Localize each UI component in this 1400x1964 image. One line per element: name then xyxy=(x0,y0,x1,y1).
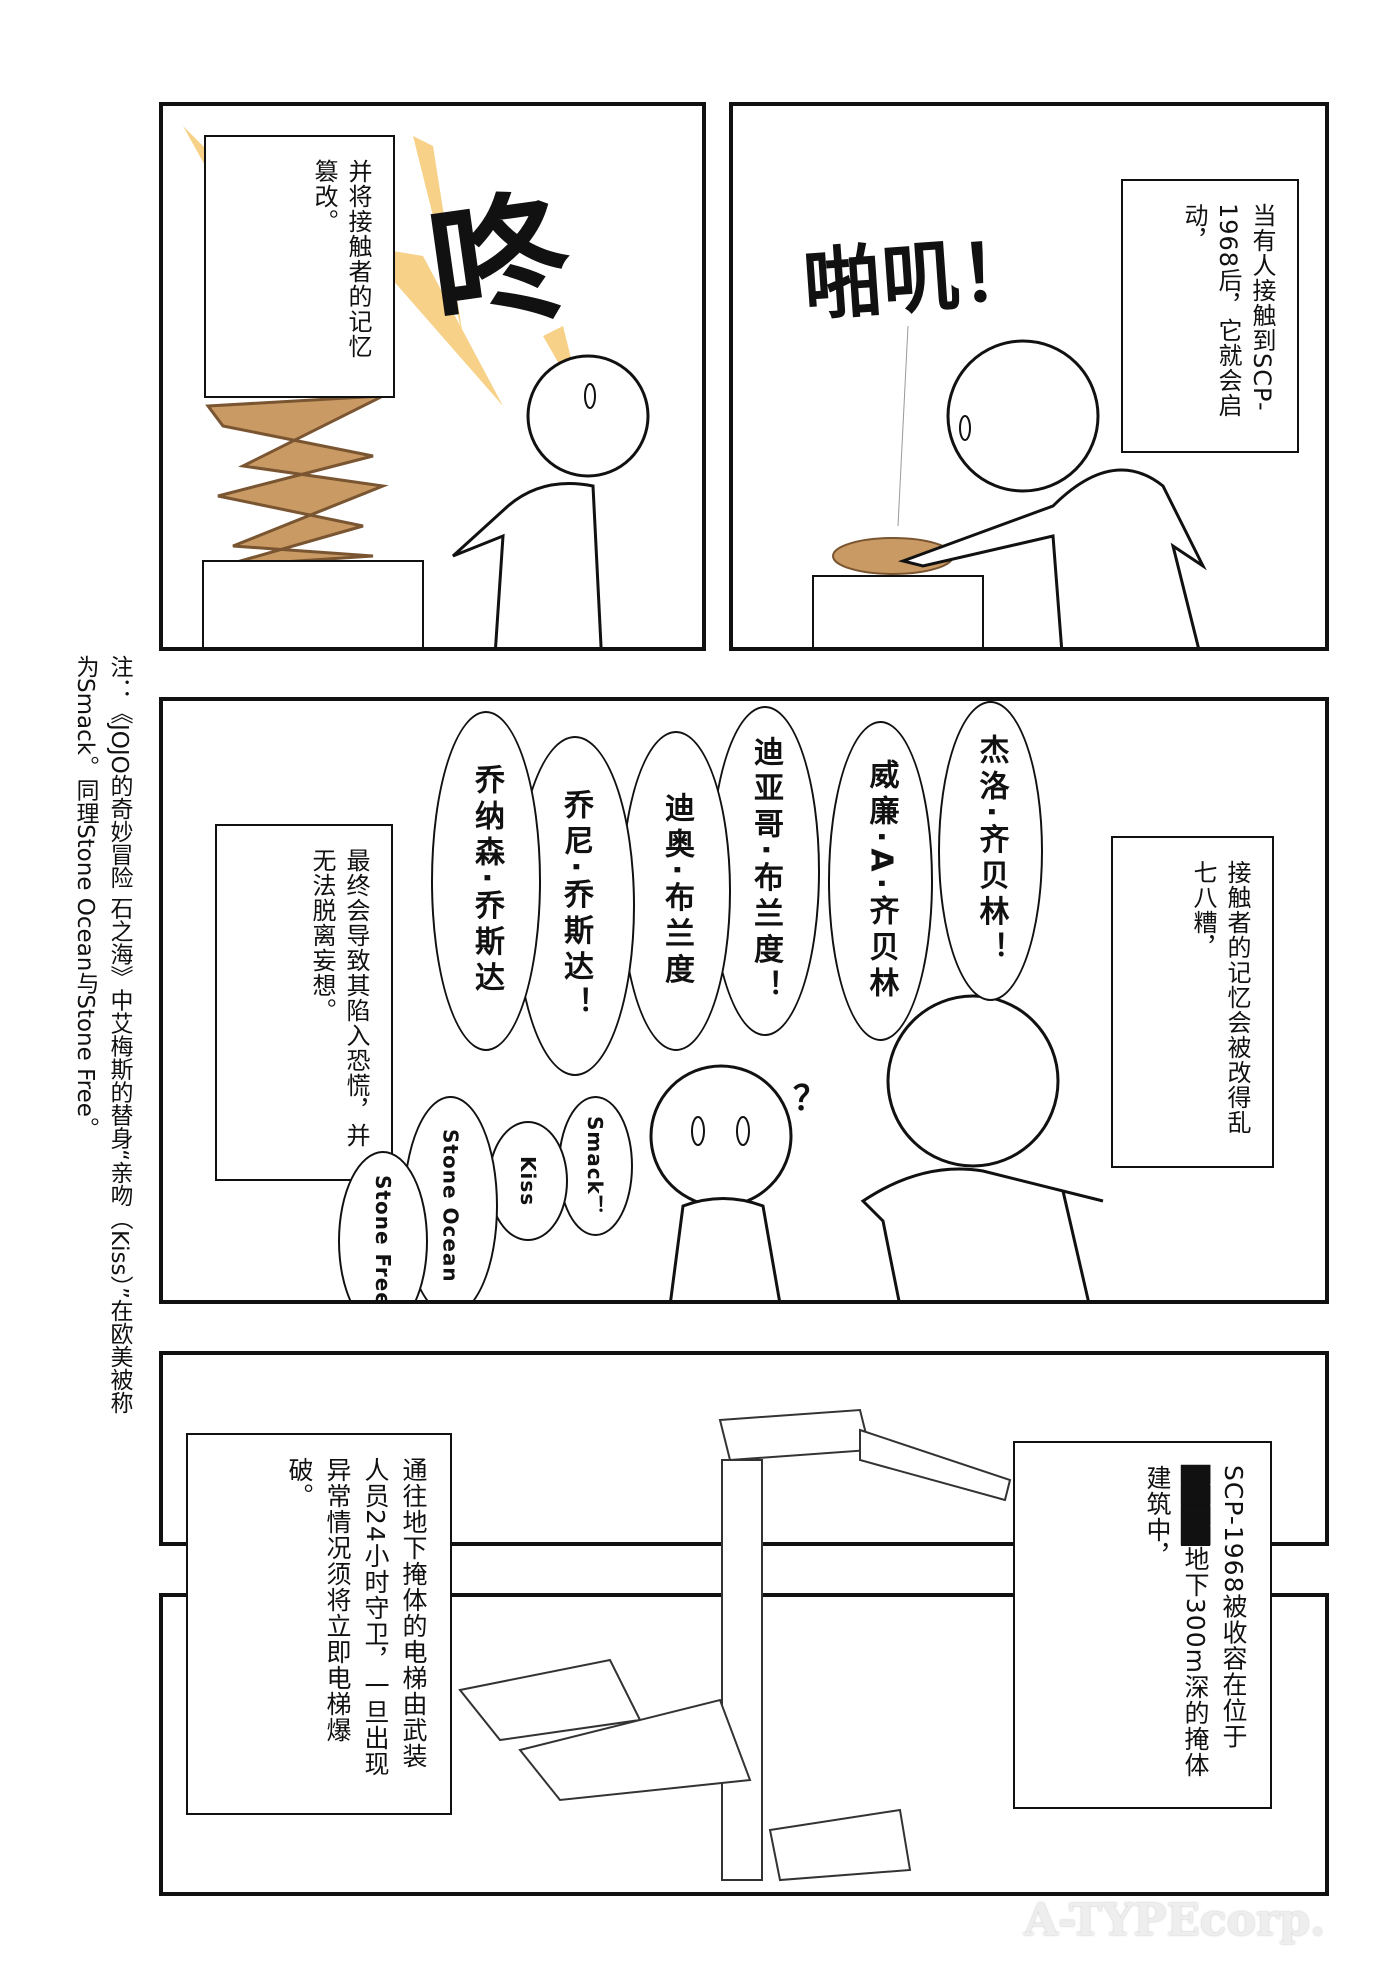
sound-effect: 咚 xyxy=(419,173,581,355)
caption-box-left: 通往地下掩体的电梯由武装人员24小时守卫，一旦出现异常情况须将立即电梯爆破。 xyxy=(186,1433,452,1815)
twisted-artifact-icon xyxy=(205,394,389,568)
caption-text: SCP-1968被收容在位于 xyxy=(1219,1465,1248,1750)
caption-box-right: 接触者的记忆会被改得乱七八糟， xyxy=(1111,836,1274,1168)
caption-box: 并将接触者的记忆篡改。 xyxy=(204,135,395,398)
caption-text: 地下300m深的掩体建筑中， xyxy=(1143,1465,1210,1778)
panel-1-art xyxy=(183,126,650,647)
speech-balloon: Stone Free xyxy=(338,1151,428,1300)
panel-3: 最终会导致其陷入恐慌，并无法脱离妄想。 接触者的记忆会被改得乱七八糟， 杰洛·齐… xyxy=(159,697,1329,1304)
question-mark: ？ xyxy=(793,1079,827,1119)
character-head xyxy=(946,339,1100,493)
speech-balloon: Smack！ xyxy=(558,1096,633,1236)
redacted-block: ████ xyxy=(1181,1465,1210,1546)
speech-balloon: Kiss xyxy=(488,1121,568,1241)
panel-1: 并将接触者的记忆篡改。 咚 xyxy=(159,102,706,651)
panel-2: 啪叽！ 当有人接触到SCP-1968后，它就会启动， xyxy=(729,102,1329,651)
footnote: 注：《JOJO的奇妙冒险 石之海》中艾梅斯的替身“亲吻（Kiss）”在欧美被称为… xyxy=(72,655,132,1414)
character-head xyxy=(649,1064,793,1208)
panel-2-art xyxy=(812,325,1207,647)
sound-effect: 啪叽！ xyxy=(800,225,1041,333)
caption-box-left: 最终会导致其陷入恐慌，并无法脱离妄想。 xyxy=(215,824,393,1181)
character-head xyxy=(526,354,650,478)
speech-balloon: 威廉·A·齐贝林 xyxy=(828,721,933,1041)
panel-3-art xyxy=(649,994,1104,1300)
caption-box: 当有人接触到SCP-1968后，它就会启动， xyxy=(1121,179,1299,453)
watermark-logo: A-TYPEcorp. xyxy=(1024,1895,1326,1946)
caption-box-right: SCP-1968被收容在位于 ████地下300m深的掩体建筑中， xyxy=(1013,1441,1272,1809)
speech-balloon: 迪奥·布兰度 xyxy=(621,731,731,1051)
speech-balloon: 乔纳森·乔斯达 xyxy=(431,711,541,1051)
speech-balloon: 杰洛·齐贝林！ xyxy=(938,701,1043,1001)
character-head xyxy=(886,994,1060,1168)
